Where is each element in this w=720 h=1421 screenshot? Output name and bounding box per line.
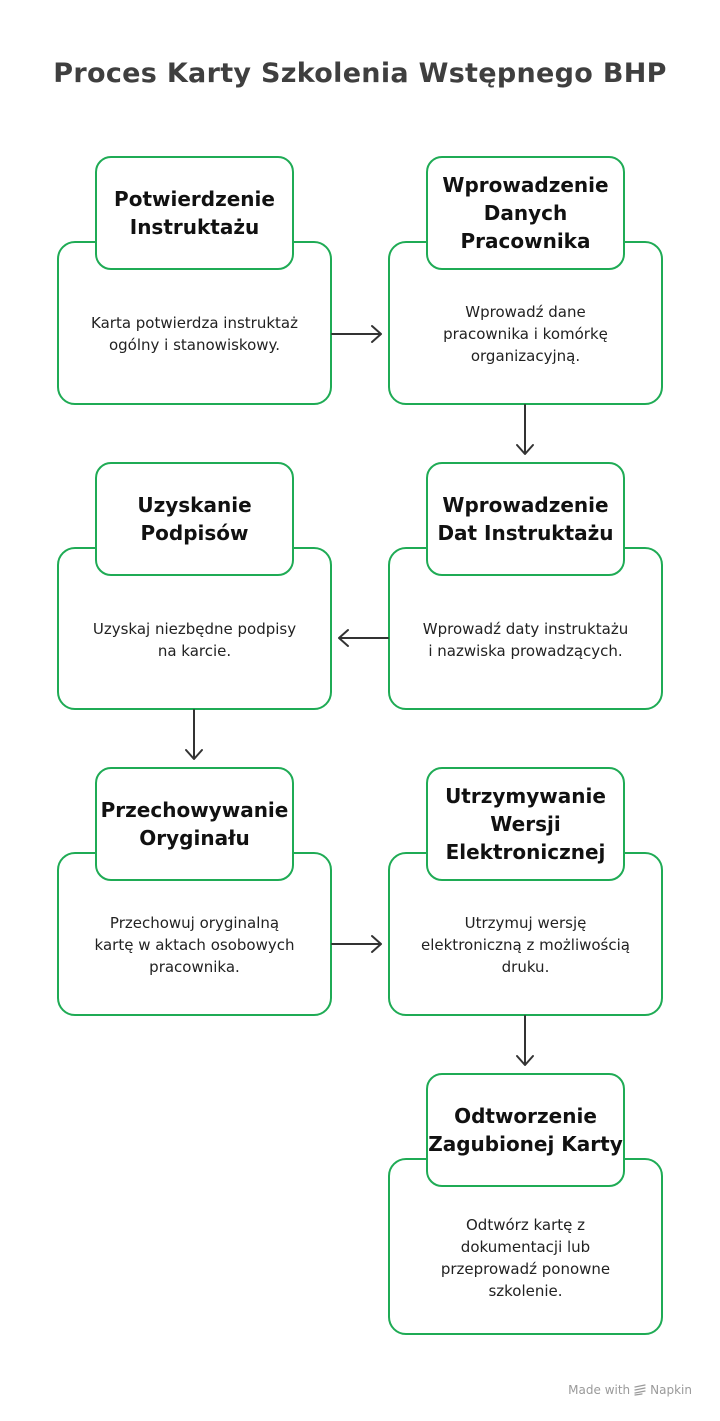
step-description-3: Wprowadź daty instruktażu i nazwiska pro… <box>422 619 629 660</box>
arrow-step3-to-step4 <box>338 629 389 647</box>
step-header-1: Potwierdzenie Instruktażu <box>95 156 294 270</box>
step-header-2: Wprowadzenie Danych Pracownika <box>426 156 625 270</box>
step-heading-2: Wprowadzenie Danych Pracownika <box>442 173 609 253</box>
step-description-5: Przechowuj oryginalną kartę w aktach oso… <box>94 914 295 976</box>
footer-attribution: Made with Napkin <box>568 1383 692 1397</box>
step-description-1: Karta potwierdza instruktaż ogólny i sta… <box>91 314 298 354</box>
arrow-step6-to-step7 <box>516 1015 534 1066</box>
step-header-5: Przechowywanie Oryginału <box>95 767 294 881</box>
step-header-3: Wprowadzenie Dat Instruktażu <box>426 462 625 576</box>
arrow-step4-to-step5 <box>185 709 203 760</box>
step-description-7: Odtwórz kartę z dokumentacji lub przepro… <box>440 1215 611 1300</box>
step-card-2: Wprowadź dane pracownika i komórkę organ… <box>388 241 663 405</box>
step-heading-3: Wprowadzenie Dat Instruktażu <box>437 493 614 545</box>
step-heading-1: Potwierdzenie Instruktażu <box>114 187 275 239</box>
diagram-title: Proces Karty Szkolenia Wstępnego BHP <box>53 58 667 89</box>
footer-brand: Napkin <box>650 1383 692 1397</box>
step-heading-5: Przechowywanie Oryginału <box>100 798 289 850</box>
arrow-step1-to-step2 <box>331 325 382 343</box>
footer-made-with: Made with <box>568 1383 631 1397</box>
arrow-step2-to-step3 <box>516 404 534 455</box>
step-header-4: Uzyskanie Podpisów <box>95 462 294 576</box>
step-description-2: Wprowadź dane pracownika i komórkę organ… <box>443 303 608 365</box>
step-heading-6: Utrzymywanie Wersji Elektronicznej <box>445 784 606 864</box>
step-heading-4: Uzyskanie Podpisów <box>137 493 252 545</box>
napkin-logo-icon <box>634 1384 646 1396</box>
step-heading-7: Odtworzenie Zagubionej Karty <box>428 1104 623 1156</box>
step-card-7: Odtwórz kartę z dokumentacji lub przepro… <box>388 1158 663 1335</box>
step-description-4: Uzyskaj niezbędne podpisy na karcie. <box>92 619 297 660</box>
step-header-7: Odtworzenie Zagubionej Karty <box>426 1073 625 1187</box>
arrow-step5-to-step6 <box>331 935 382 953</box>
step-description-6: Utrzymuj wersję elektroniczną z możliwoś… <box>421 914 630 976</box>
step-header-6: Utrzymywanie Wersji Elektronicznej <box>426 767 625 881</box>
